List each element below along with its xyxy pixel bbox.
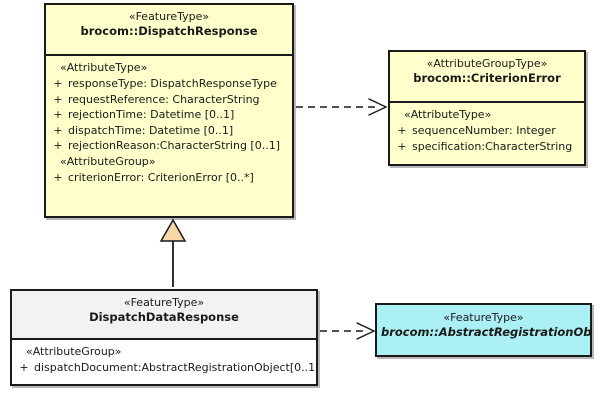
class-header-dispatch-response: «FeatureType» brocom::DispatchResponse bbox=[46, 5, 292, 56]
attribute-row: + specification:CharacterString bbox=[392, 139, 582, 155]
class-name: brocom::AbstractRegistrationObject bbox=[381, 325, 592, 340]
dependency-dispatchdataresponse-abstractregistrationobject bbox=[320, 322, 376, 340]
class-body-dispatch-response: «AttributeType» + responseType: Dispatch… bbox=[46, 56, 292, 190]
class-box-dispatch-response[interactable]: «FeatureType» brocom::DispatchResponse «… bbox=[44, 3, 294, 218]
class-body-criterion-error: «AttributeType» + sequenceNumber: Intege… bbox=[390, 103, 584, 159]
class-name: brocom::DispatchResponse bbox=[80, 24, 258, 39]
attribute-row: + rejectionReason:CharacterString [0..1] bbox=[48, 138, 290, 154]
compartment-group-label: «AttributeGroup» bbox=[26, 345, 122, 358]
class-header-dispatch-data-response: «FeatureType» DispatchDataResponse bbox=[12, 291, 316, 340]
attribute-visibility: + bbox=[397, 139, 407, 153]
attribute-text: rejectionTime: Datetime [0..1] bbox=[68, 108, 235, 122]
class-stereotype: «FeatureType» bbox=[128, 10, 210, 23]
compartment-group-label: «AttributeType» bbox=[404, 108, 492, 121]
attribute-text: specification:CharacterString bbox=[412, 139, 573, 153]
class-stereotype: «AttributeGroupType» bbox=[426, 57, 548, 70]
class-body-dispatch-data-response: «AttributeGroup» + dispatchDocument:Abst… bbox=[12, 340, 316, 380]
attribute-row: + criterionError: CriterionError [0..*] bbox=[48, 170, 290, 186]
attribute-visibility: + bbox=[53, 92, 63, 106]
attribute-visibility: + bbox=[53, 171, 63, 185]
attribute-visibility: + bbox=[53, 77, 63, 90]
attribute-visibility: + bbox=[53, 108, 63, 122]
attribute-visibility: + bbox=[397, 124, 407, 137]
dependency-dispatchresponse-criterionerror bbox=[296, 98, 388, 116]
class-header-criterion-error: «AttributeGroupType» brocom::CriterionEr… bbox=[390, 52, 584, 103]
class-box-dispatch-data-response[interactable]: «FeatureType» DispatchDataResponse «Attr… bbox=[10, 289, 318, 386]
class-header-abstract-registration-object: «FeatureType» brocom::AbstractRegistrati… bbox=[377, 305, 590, 355]
attribute-text: dispatchDocument:AbstractRegistrationObj… bbox=[34, 361, 318, 374]
class-name: DispatchDataResponse bbox=[89, 310, 239, 325]
attribute-row: + dispatchTime: Datetime [0..1] bbox=[48, 123, 290, 139]
attribute-text: requestReference: CharacterString bbox=[68, 92, 260, 106]
attribute-text: responseType: DispatchResponseType bbox=[68, 77, 277, 90]
class-box-criterion-error[interactable]: «AttributeGroupType» brocom::CriterionEr… bbox=[388, 50, 586, 166]
attribute-row: + dispatchDocument:AbstractRegistrationO… bbox=[14, 360, 316, 376]
generalization-dispatchdataresponse-dispatchresponse bbox=[159, 218, 187, 287]
attribute-visibility: + bbox=[19, 361, 29, 374]
attribute-row: + responseType: DispatchResponseType bbox=[48, 76, 290, 92]
class-box-abstract-registration-object[interactable]: «FeatureType» brocom::AbstractRegistrati… bbox=[375, 303, 592, 357]
attribute-text: rejectionReason:CharacterString [0..1] bbox=[68, 139, 280, 153]
class-stereotype: «FeatureType» bbox=[123, 296, 205, 309]
attribute-visibility: + bbox=[53, 139, 63, 153]
attribute-row: + requestReference: CharacterString bbox=[48, 92, 290, 108]
attribute-text: dispatchTime: Datetime [0..1] bbox=[68, 123, 234, 137]
attribute-text: sequenceNumber: Integer bbox=[412, 124, 556, 137]
attribute-row: + rejectionTime: Datetime [0..1] bbox=[48, 107, 290, 123]
compartment-group-label: «AttributeType» bbox=[60, 61, 148, 74]
class-name: brocom::CriterionError bbox=[413, 71, 561, 86]
attribute-visibility: + bbox=[53, 123, 63, 137]
attribute-row: + sequenceNumber: Integer bbox=[392, 123, 582, 139]
class-stereotype: «FeatureType» bbox=[443, 311, 524, 324]
compartment-group-label: «AttributeGroup» bbox=[60, 155, 156, 169]
attribute-text: criterionError: CriterionError [0..*] bbox=[68, 171, 254, 185]
